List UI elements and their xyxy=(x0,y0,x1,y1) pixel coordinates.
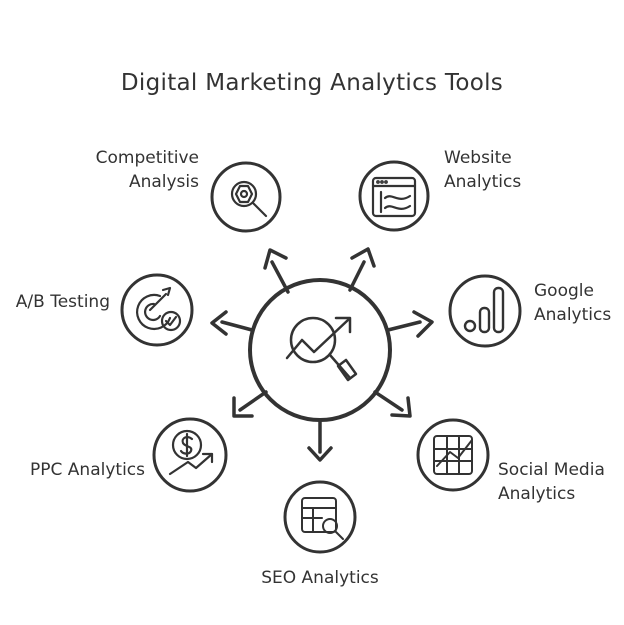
arrow-to-google xyxy=(386,310,434,338)
magnifier-gear-icon xyxy=(230,180,268,218)
node-ab[interactable] xyxy=(120,273,194,347)
arrow-to-ppc xyxy=(232,390,268,418)
grid-chart-icon xyxy=(433,435,473,475)
bar-chart-icon xyxy=(463,286,505,334)
label-ab: A/B Testing xyxy=(16,290,110,314)
label-google: Google Analytics xyxy=(534,279,611,327)
label-line: Social Media xyxy=(498,460,605,480)
central-hub xyxy=(210,247,434,462)
arrow-to-seo xyxy=(307,418,333,462)
arrow-to-social xyxy=(373,390,412,418)
label-line: A/B Testing xyxy=(15,292,110,312)
browser-chart-icon xyxy=(371,176,417,218)
label-competitive: Competitive Analysis xyxy=(96,146,199,194)
node-website[interactable] xyxy=(358,160,430,232)
dollar-growth-icon xyxy=(168,429,214,476)
label-line: Website xyxy=(444,148,512,168)
label-line: Analytics xyxy=(444,172,522,192)
node-google[interactable] xyxy=(448,274,522,348)
label-line: SEO Analytics xyxy=(261,568,379,588)
label-seo: SEO Analytics xyxy=(220,566,420,590)
label-social: Social Media Analytics xyxy=(498,458,605,506)
target-check-icon xyxy=(136,286,182,332)
label-ppc: PPC Analytics xyxy=(30,458,145,482)
arrow-to-ab xyxy=(210,310,254,336)
label-line: Google xyxy=(534,281,594,301)
label-line: Analysis xyxy=(128,172,199,192)
table-search-icon xyxy=(301,497,344,540)
chart-magnifier-icon xyxy=(285,316,358,382)
label-line: PPC Analytics xyxy=(30,460,145,480)
diagram-title: Digital Marketing Analytics Tools xyxy=(120,70,504,96)
arrow-to-website xyxy=(348,247,376,292)
node-ppc[interactable] xyxy=(152,417,228,493)
node-competitive[interactable] xyxy=(210,161,282,233)
arrow-to-competitive xyxy=(263,248,290,294)
node-seo[interactable] xyxy=(283,480,357,554)
label-line: Analytics xyxy=(498,484,576,504)
label-website: Website Analytics xyxy=(444,146,521,194)
node-social[interactable] xyxy=(416,418,490,492)
label-line: Competitive xyxy=(95,148,199,168)
label-line: Analytics xyxy=(534,305,612,325)
